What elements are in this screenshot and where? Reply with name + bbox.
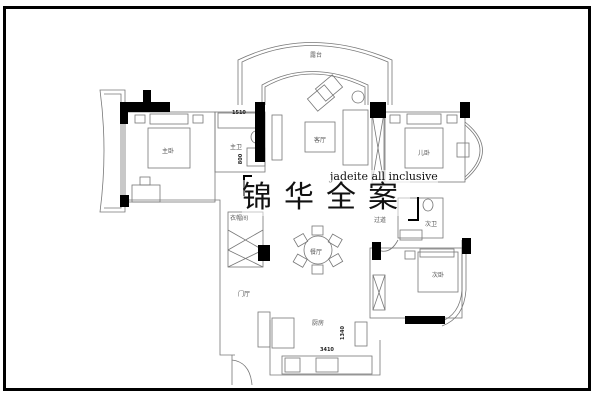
bay-window (464, 121, 483, 181)
label-master-bath: 主卫 (230, 144, 243, 151)
terrace-outer-arc (237, 42, 393, 105)
armchair-1 (306, 84, 336, 112)
west-wall-line (125, 199, 235, 356)
left-balcony (99, 89, 126, 213)
brand-english-title: jadeite all inclusive (330, 170, 438, 183)
label-foyer: 门厅 (238, 291, 251, 298)
armchair-2 (314, 74, 344, 102)
desk (131, 184, 161, 203)
bracket-right (408, 197, 419, 221)
stove (315, 357, 339, 373)
label-cloakroom: 衣帽间 (230, 215, 249, 222)
dim-kitchen-width: 3410 (320, 347, 334, 353)
structural-columns (120, 90, 471, 324)
label-dining-room: 餐厅 (310, 249, 323, 256)
child-bed (404, 127, 444, 169)
sofa (342, 109, 369, 166)
label-terrace: 露台 (310, 52, 323, 59)
dim-vanity: 800 (238, 153, 245, 165)
brand-chinese-title: 锦华全案 (242, 180, 410, 216)
kitchen-counter (281, 355, 373, 375)
fridge (271, 317, 295, 349)
master-bedroom-outline (122, 111, 216, 203)
master-bed (147, 127, 191, 169)
label-second-bath: 次卫 (425, 221, 438, 228)
label-child-bedroom: 儿卧 (418, 150, 431, 157)
side-table (351, 90, 365, 104)
label-second-bedroom: 次卧 (432, 272, 445, 279)
coffee-table (304, 121, 336, 153)
kitchen-sink (354, 321, 368, 347)
terrace-inner-arc (261, 71, 369, 105)
label-master-bedroom: 主卧 (162, 148, 175, 155)
dim-kitchen-depth: 1340 (339, 326, 346, 340)
label-kitchen: 厨房 (312, 320, 325, 327)
dim-bath-width: 1510 (232, 110, 246, 116)
label-corridor: 过道 (374, 217, 387, 224)
entry-door (231, 355, 253, 386)
dining-table (303, 235, 333, 265)
second-bed (417, 251, 459, 293)
second-bath-outline (397, 197, 444, 239)
label-living-room: 客厅 (314, 137, 327, 144)
